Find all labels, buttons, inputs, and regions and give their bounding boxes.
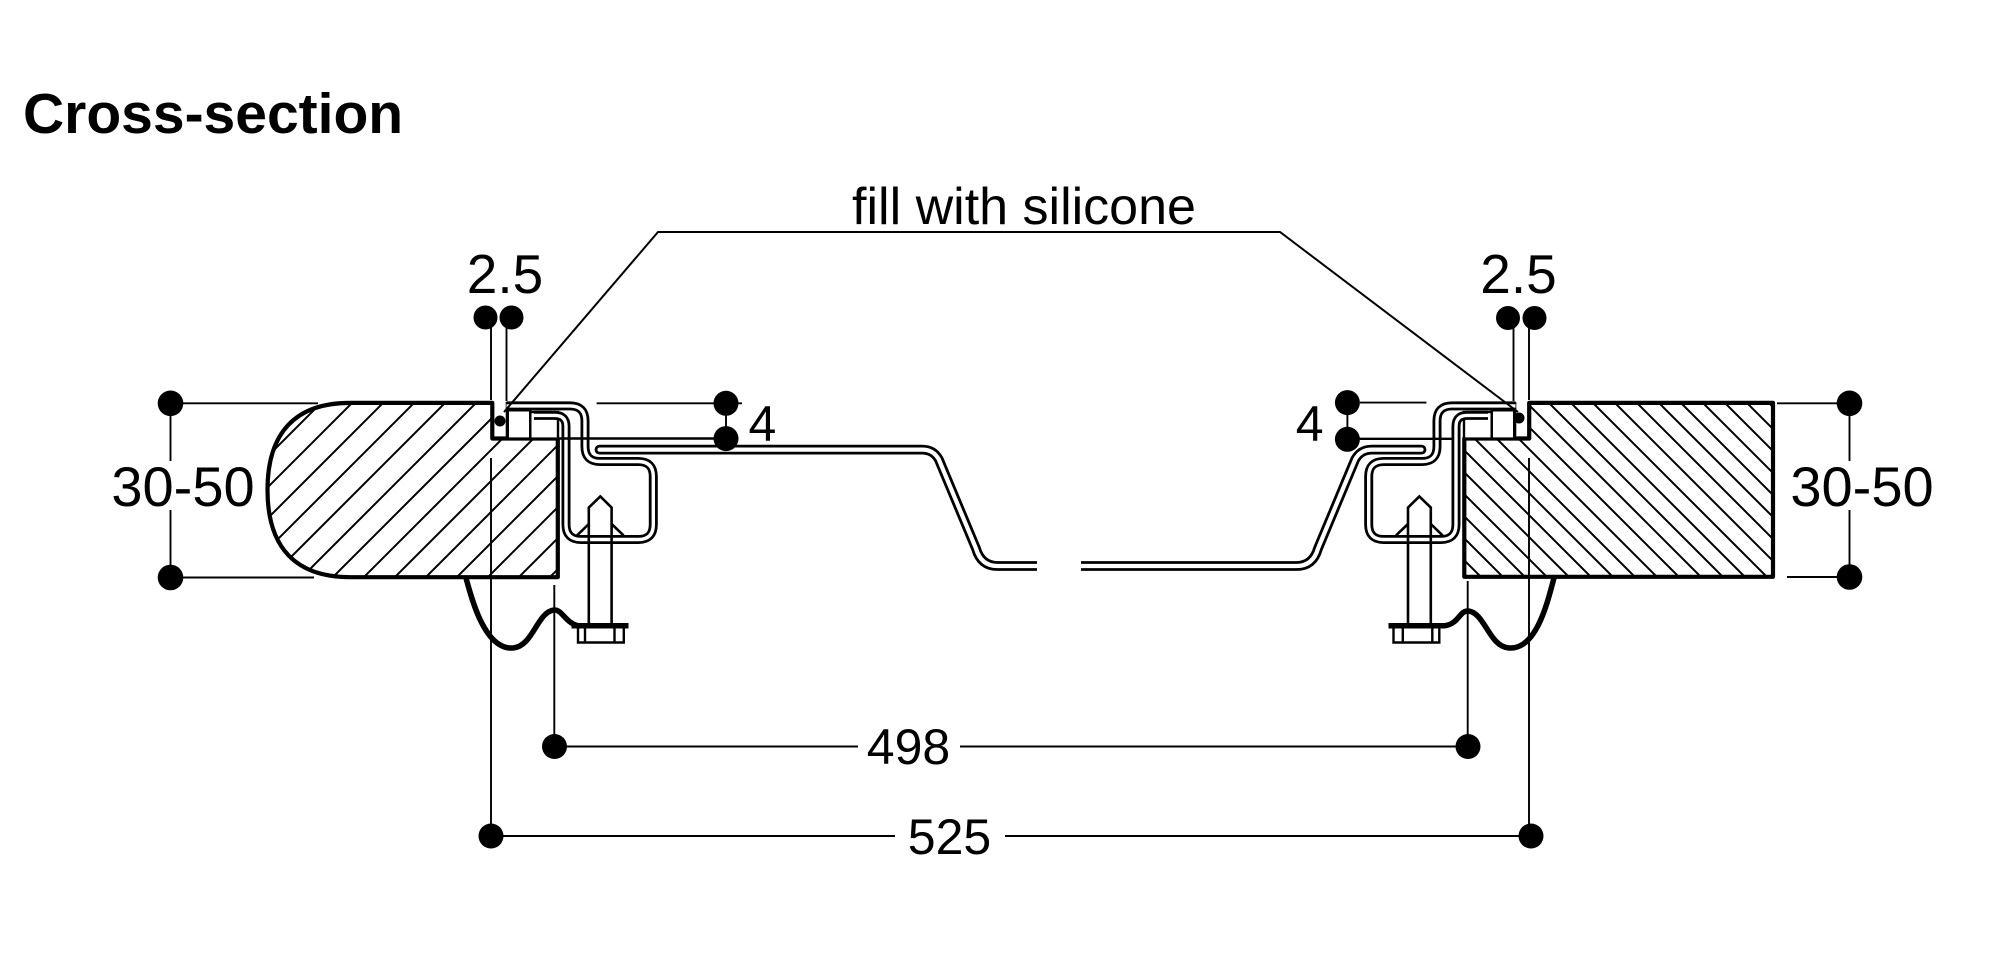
svg-text:4: 4 <box>1296 396 1324 452</box>
svg-text:2.5: 2.5 <box>467 243 543 305</box>
svg-text:4: 4 <box>749 396 777 452</box>
svg-text:498: 498 <box>867 719 950 775</box>
svg-text:30-50: 30-50 <box>1790 455 1933 518</box>
svg-text:2.5: 2.5 <box>1480 243 1556 305</box>
svg-text:fill with silicone: fill with silicone <box>852 178 1196 236</box>
svg-text:Cross-section: Cross-section <box>23 82 403 146</box>
svg-text:30-50: 30-50 <box>111 455 254 518</box>
svg-text:525: 525 <box>908 809 991 865</box>
